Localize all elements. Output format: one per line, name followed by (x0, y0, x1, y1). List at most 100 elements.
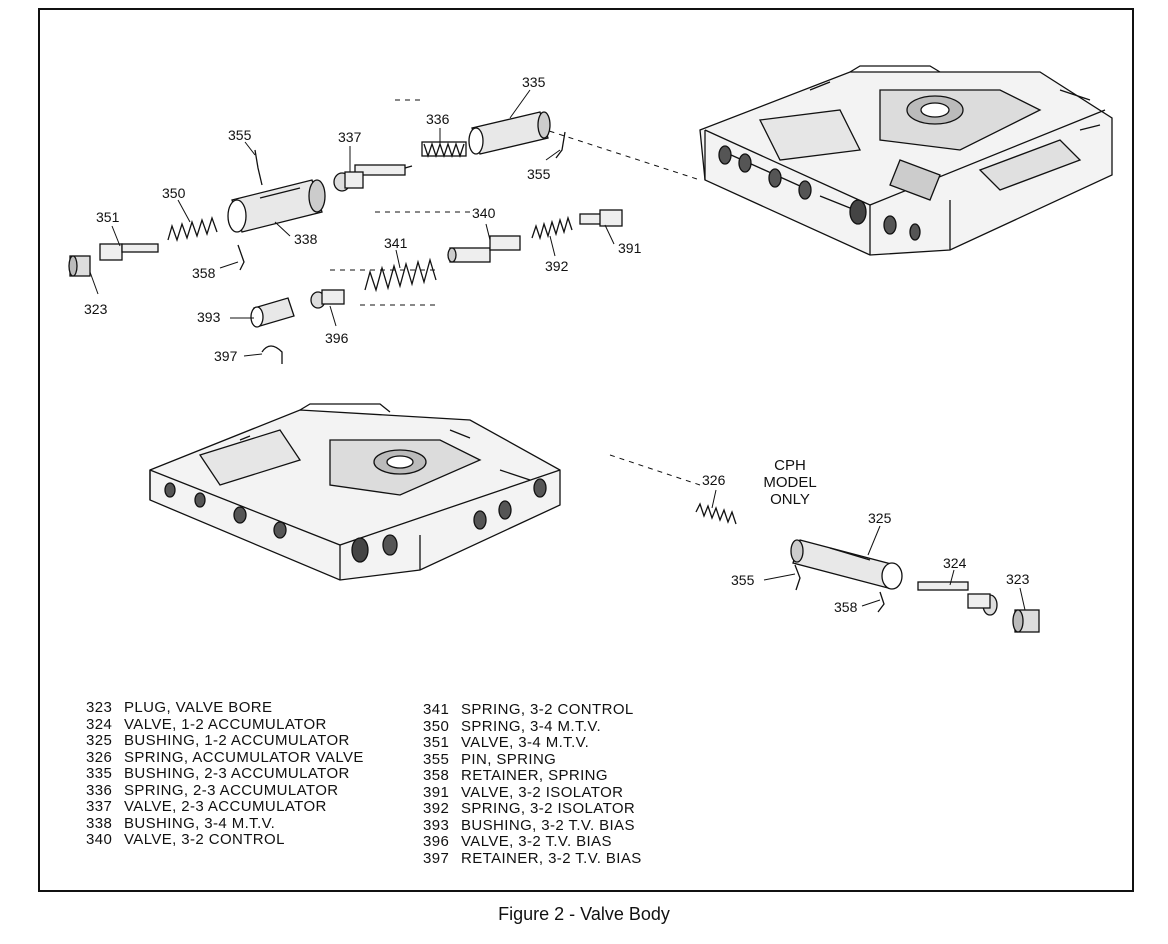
callout-358: 358 (192, 265, 216, 281)
alignment-lines (330, 99, 701, 486)
legend-number: 337 (86, 798, 113, 815)
valve-body-casting-lower (149, 403, 561, 581)
legend-description: VALVE, 3-2 ISOLATOR (461, 783, 624, 801)
callout-396: 396 (325, 330, 349, 346)
legend-description: BUSHING, 1-2 ACCUMULATOR (124, 732, 350, 749)
legend-description: SPRING, 3-4 M.T.V. (461, 717, 602, 735)
legend-number: 325 (86, 732, 113, 749)
part-335-bushing (468, 111, 551, 155)
legend-description: VALVE, 3-2 CONTROL (124, 831, 285, 848)
legend-row: 358 RETAINER, SPRING (423, 767, 642, 785)
legend-number: 323 (86, 699, 113, 716)
legend-number: 391 (423, 783, 450, 801)
cph-note-line-2: MODEL (763, 474, 816, 491)
callout-351: 351 (96, 209, 120, 225)
legend-row: 325 BUSHING, 1-2 ACCUMULATOR (86, 732, 364, 750)
part-351-valve (99, 243, 159, 261)
callout-324: 324 (943, 555, 967, 571)
legend-number: 350 (423, 717, 450, 735)
part-323-plug-a (68, 255, 91, 277)
part-355-pin-b (254, 149, 263, 186)
part-391-valve (579, 209, 623, 227)
legend-description: SPRING, 3-2 CONTROL (461, 701, 634, 718)
callout-325: 325 (868, 510, 892, 526)
callout-392: 392 (545, 258, 569, 274)
cph-note-line-3: ONLY (770, 491, 810, 508)
legend-number: 392 (423, 800, 450, 817)
leader-lines (89, 89, 1026, 611)
cph-note-line-1: CPH (774, 457, 806, 474)
legend-row: 393 BUSHING, 3-2 T.V. BIAS (423, 816, 642, 835)
legend-description: SPRING, 2-3 ACCUMULATOR (124, 781, 339, 799)
part-355-pin-a (555, 131, 566, 159)
callout-340: 340 (472, 205, 496, 221)
callout-358: 358 (834, 599, 858, 615)
callout-393: 393 (197, 309, 221, 325)
parts-legend-left: 323 PLUG, VALVE BORE 324 VALVE, 1-2 ACCUMU… (86, 699, 364, 849)
callout-341: 341 (384, 235, 408, 251)
part-350-spring (167, 215, 218, 243)
legend-description: RETAINER, 3-2 T.V. BIAS (461, 849, 642, 867)
callout-355: 355 (527, 166, 551, 182)
part-340-valve (447, 235, 521, 263)
legend-row: 392 SPRING, 3-2 ISOLATOR (423, 800, 642, 818)
legend-row: 350 SPRING, 3-4 M.T.V. (423, 717, 642, 736)
legend-description: RETAINER, SPRING (461, 767, 608, 784)
legend-row: 391 VALVE, 3-2 ISOLATOR (423, 783, 642, 802)
legend-number: 393 (423, 816, 450, 834)
legend-row: 324 VALVE, 1-2 ACCUMULATOR (86, 715, 364, 734)
callout-323: 323 (84, 301, 108, 317)
figure-frame (38, 8, 1134, 892)
callout-350: 350 (162, 185, 186, 201)
callout-336: 336 (426, 111, 450, 127)
legend-description: VALVE, 2-3 ACCUMULATOR (124, 798, 327, 815)
part-358-retainer-a (237, 244, 245, 271)
parts-legend-right: 341 SPRING, 3-2 CONTROL 350 SPRING, 3-4 M.… (423, 701, 642, 868)
legend-number: 335 (86, 765, 113, 782)
callout-338: 338 (294, 231, 318, 247)
part-323-plug-b (1012, 609, 1040, 633)
legend-description: VALVE, 3-2 T.V. BIAS (461, 833, 612, 850)
callout-337: 337 (338, 129, 362, 145)
part-324-valve (917, 581, 998, 616)
part-392-spring (531, 215, 573, 241)
legend-row: 337 VALVE, 2-3 ACCUMULATOR (86, 798, 364, 816)
legend-description: PLUG, VALVE BORE (124, 699, 273, 716)
part-358-retainer-b (877, 591, 885, 613)
legend-description: BUSHING, 3-2 T.V. BIAS (461, 816, 635, 834)
part-326-spring (695, 502, 737, 525)
legend-row: 341 SPRING, 3-2 CONTROL (423, 701, 642, 719)
valve-body-casting-upper (699, 65, 1113, 256)
legend-number: 351 (423, 734, 450, 751)
legend-row: 351 VALVE, 3-4 M.T.V. (423, 734, 642, 752)
legend-number: 324 (86, 715, 113, 733)
legend-description: PIN, SPRING (461, 750, 557, 768)
callout-391: 391 (618, 240, 642, 256)
callout-335: 335 (522, 74, 546, 90)
legend-number: 358 (423, 767, 450, 784)
part-393-bushing (250, 297, 295, 328)
callout-397: 397 (214, 348, 238, 364)
callout-355: 355 (731, 572, 755, 588)
part-396-valve (310, 289, 345, 309)
legend-description: SPRING, ACCUMULATOR VALVE (124, 748, 364, 766)
legend-number: 341 (423, 701, 450, 718)
legend-number: 340 (86, 831, 113, 848)
legend-description: SPRING, 3-2 ISOLATOR (461, 800, 636, 817)
legend-row: 355 PIN, SPRING (423, 750, 642, 769)
part-336-spring (421, 141, 467, 159)
callout-355: 355 (228, 127, 252, 143)
callout-323: 323 (1006, 571, 1030, 587)
part-355-pin-c (794, 564, 801, 591)
callout-labels: 335 336 355 337 355 350 351 338 358 323 … (84, 74, 1030, 615)
legend-description: VALVE, 3-4 M.T.V. (461, 734, 590, 751)
part-338-bushing (227, 179, 326, 233)
legend-description: VALVE, 1-2 ACCUMULATOR (124, 715, 327, 733)
legend-number: 355 (423, 750, 450, 768)
part-397-retainer (261, 345, 283, 364)
